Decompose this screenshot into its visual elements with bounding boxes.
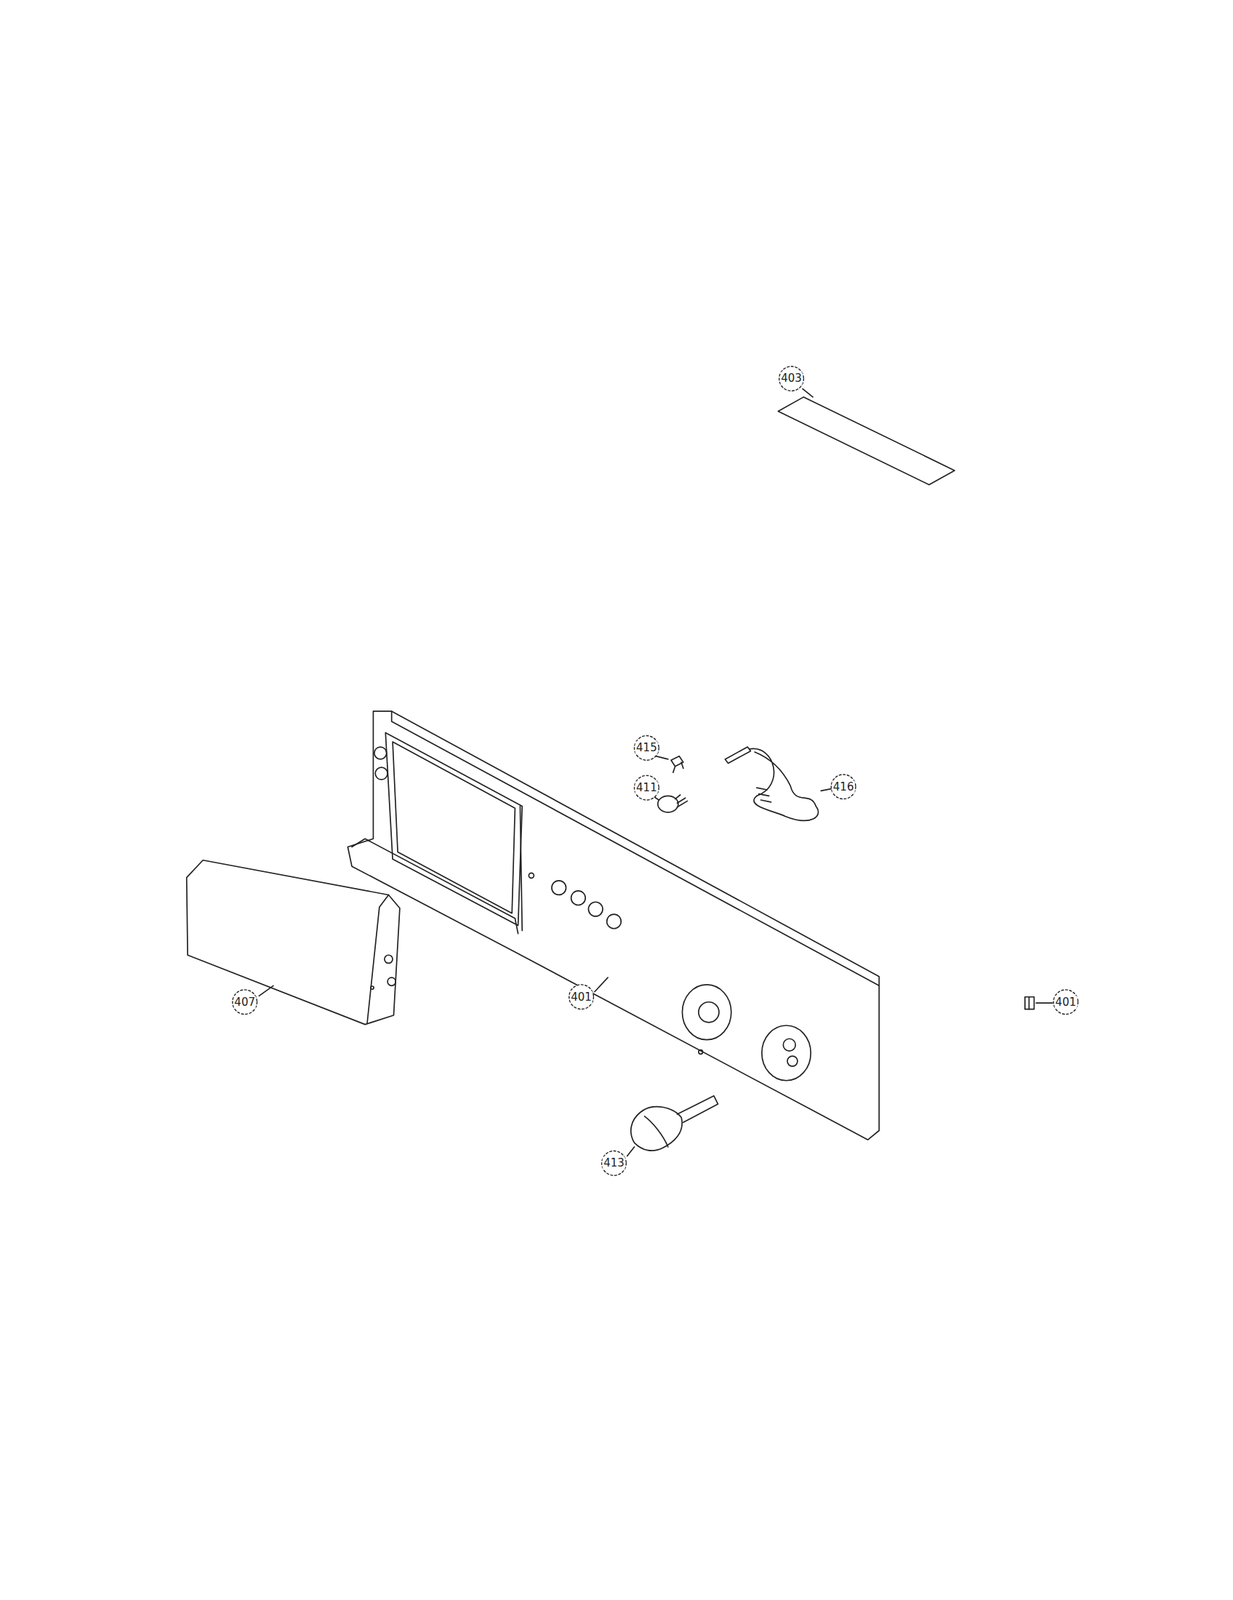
callout-number: 407 — [233, 995, 256, 1008]
callout-number: 401 — [569, 990, 593, 1003]
callout-number: 413 — [602, 1156, 626, 1170]
callout-number: 416 — [832, 780, 855, 793]
callout-number: 401 — [1054, 995, 1078, 1008]
callout-number: 403 — [780, 372, 803, 385]
callout-number: 411 — [635, 780, 658, 794]
callout-number: 415 — [635, 741, 658, 754]
